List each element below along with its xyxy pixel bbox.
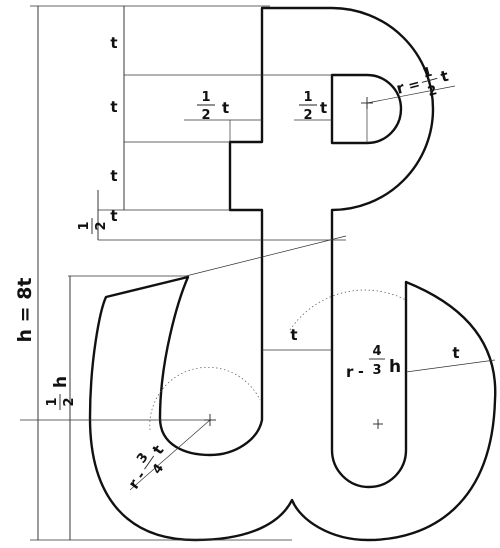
equals-sign: = (406, 76, 421, 94)
t-unit: t (439, 67, 451, 86)
height-text: h = 8t (14, 278, 36, 343)
r-letter: r (394, 78, 406, 97)
r-letter: r (346, 363, 354, 381)
t-label-stem: t (290, 326, 297, 344)
unit-dimension-column (68, 6, 346, 540)
t-unit: t (149, 442, 168, 458)
height-label: h = 8t (14, 278, 36, 343)
t-unit: t (222, 99, 229, 117)
construction-lines (20, 85, 496, 491)
radius-three-quarter-t-label: r - 3 4 t (125, 442, 168, 493)
denominator: 2 (426, 83, 439, 100)
denominator: 2 (201, 108, 210, 123)
h-unit: h (51, 376, 71, 388)
numerator: 3 (134, 450, 151, 466)
numerator: 1 (201, 90, 210, 105)
t-label-4: t (110, 207, 117, 225)
numerator: 1 (421, 65, 434, 82)
half-h-label: 1 2 h (45, 376, 77, 410)
radius-four-thirds-h-label: r - 4 3 h (346, 344, 401, 381)
half-t-label-bowl: 1 2 t (299, 90, 327, 123)
half-t-label-vertical: 1 2 (77, 218, 109, 234)
letter-outline (88, 6, 497, 542)
denominator: 2 (303, 108, 312, 123)
numerator: 1 (77, 221, 92, 230)
half-t-label-left: 1 2 t (197, 90, 229, 123)
numerator: 1 (45, 397, 60, 406)
radius-half-t-label: r = 1 2 t (394, 65, 451, 100)
t-label-right: t (452, 344, 459, 362)
bowl-counter (330, 73, 403, 145)
upper-letter-outline (88, 6, 497, 542)
dash-sign: - (358, 364, 364, 380)
denominator: 2 (62, 397, 77, 406)
centre-marks (204, 97, 383, 429)
denominator: 2 (94, 221, 109, 230)
numerator: 4 (372, 344, 381, 359)
unit-t-labels: t t t t t t (110, 34, 459, 362)
t-label-2: t (110, 98, 117, 116)
t-unit: t (320, 99, 327, 117)
h-unit: h (389, 357, 401, 377)
denominator: 4 (150, 461, 167, 477)
height-dimension (30, 5, 292, 541)
t-label-3: t (110, 167, 117, 185)
numerator: 1 (303, 90, 312, 105)
denominator: 3 (372, 363, 381, 378)
t-label-1: t (110, 34, 117, 52)
